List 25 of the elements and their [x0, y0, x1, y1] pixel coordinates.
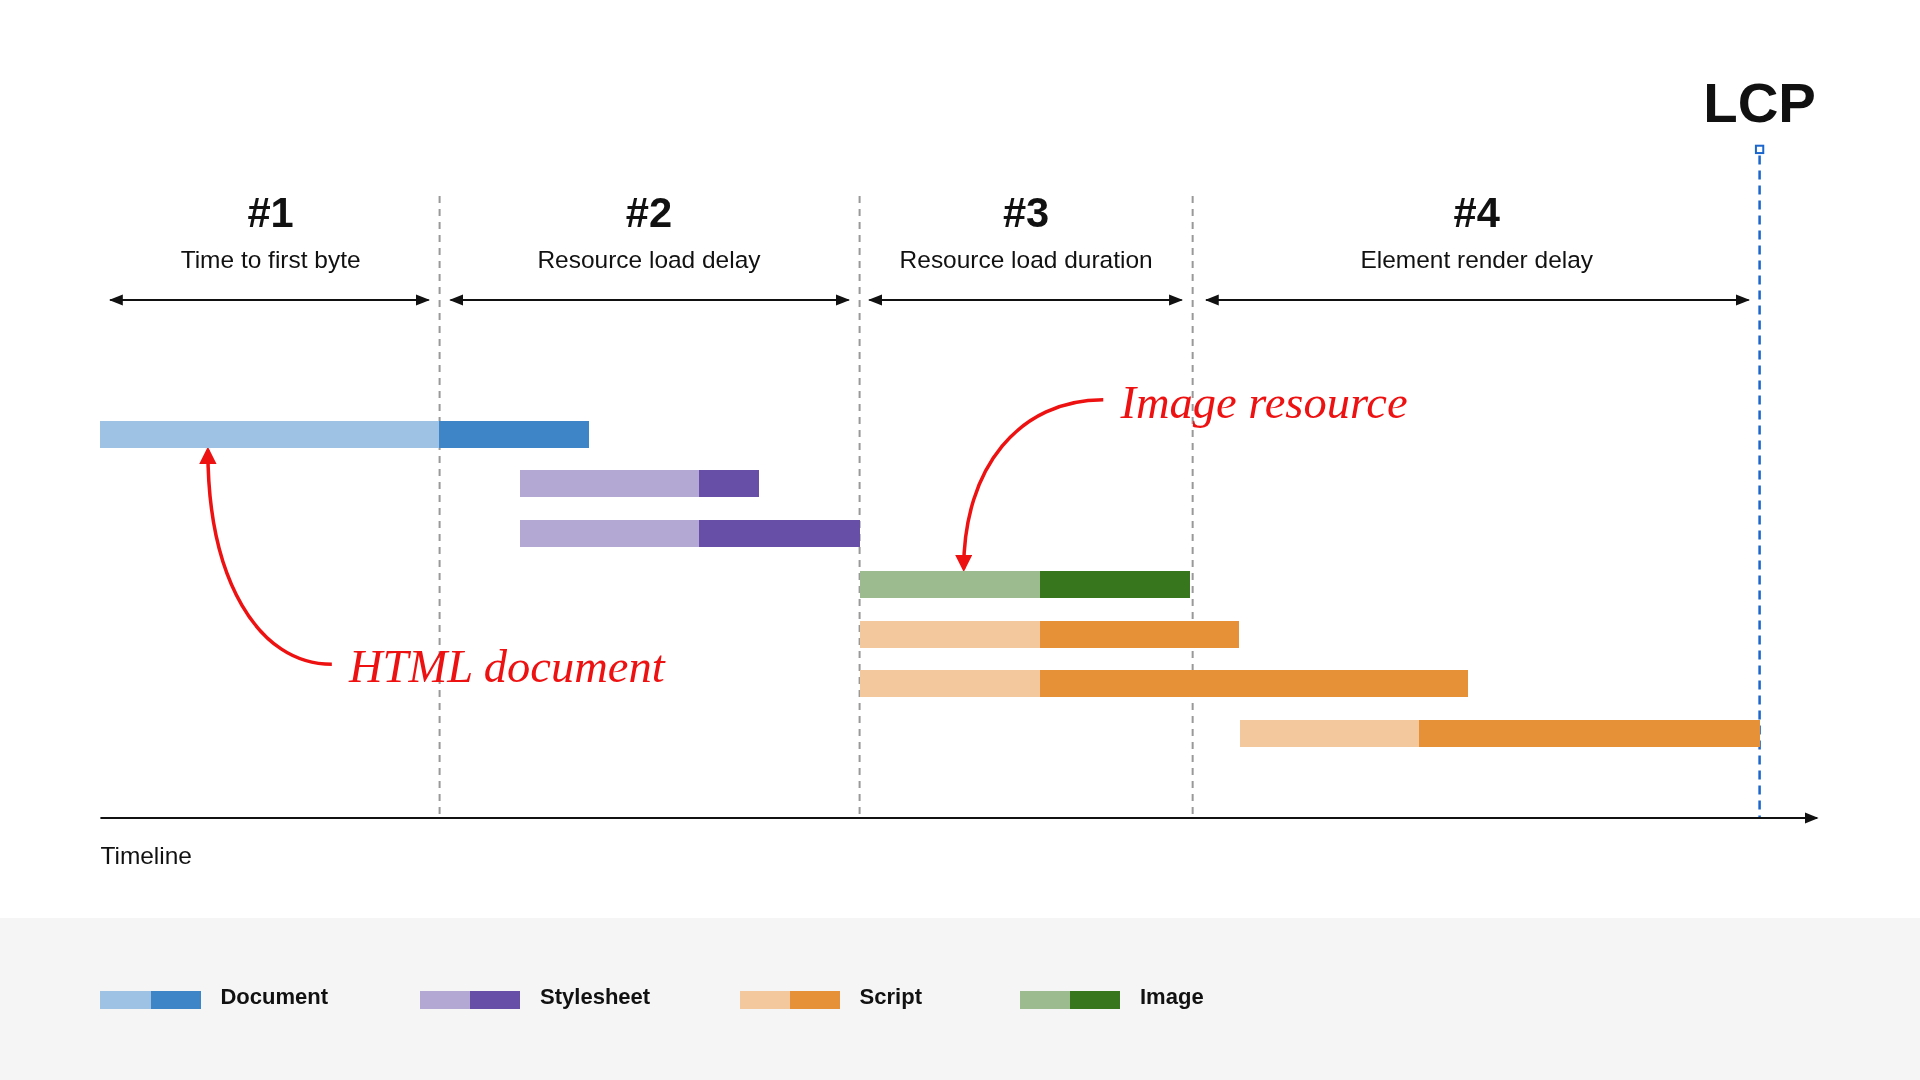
phase-number: #4: [1453, 189, 1500, 238]
arrow: [955, 398, 1104, 573]
timeline-bar: [859, 669, 1469, 697]
phase-label: Resource load delay: [537, 246, 761, 275]
phase-label: Resource load duration: [899, 246, 1153, 275]
legend-label: Document: [220, 984, 329, 1011]
timeline-bar: [859, 620, 1240, 648]
timeline-bar: [520, 520, 860, 548]
timeline-bar: [520, 470, 760, 498]
phase-label: Element render delay: [1360, 246, 1594, 275]
arrow: [199, 446, 332, 667]
axis-label: Timeline: [100, 842, 192, 871]
phase-number: #1: [247, 189, 294, 238]
legend-label: Image: [1140, 984, 1204, 1011]
phase-number: #3: [1002, 189, 1050, 238]
annotation-text: HTML document: [348, 639, 665, 695]
phase-label: Time to first byte: [180, 246, 361, 275]
legend-label: Script: [859, 984, 922, 1011]
phase-number: #2: [625, 189, 673, 238]
timeline-bar: [859, 570, 1191, 598]
timeline-bar: [1240, 720, 1760, 747]
lcp-label: LCP: [1703, 70, 1816, 136]
timeline-bar: [100, 421, 589, 449]
annotation-text: Image resource: [1120, 374, 1408, 431]
legend-label: Stylesheet: [540, 984, 651, 1011]
